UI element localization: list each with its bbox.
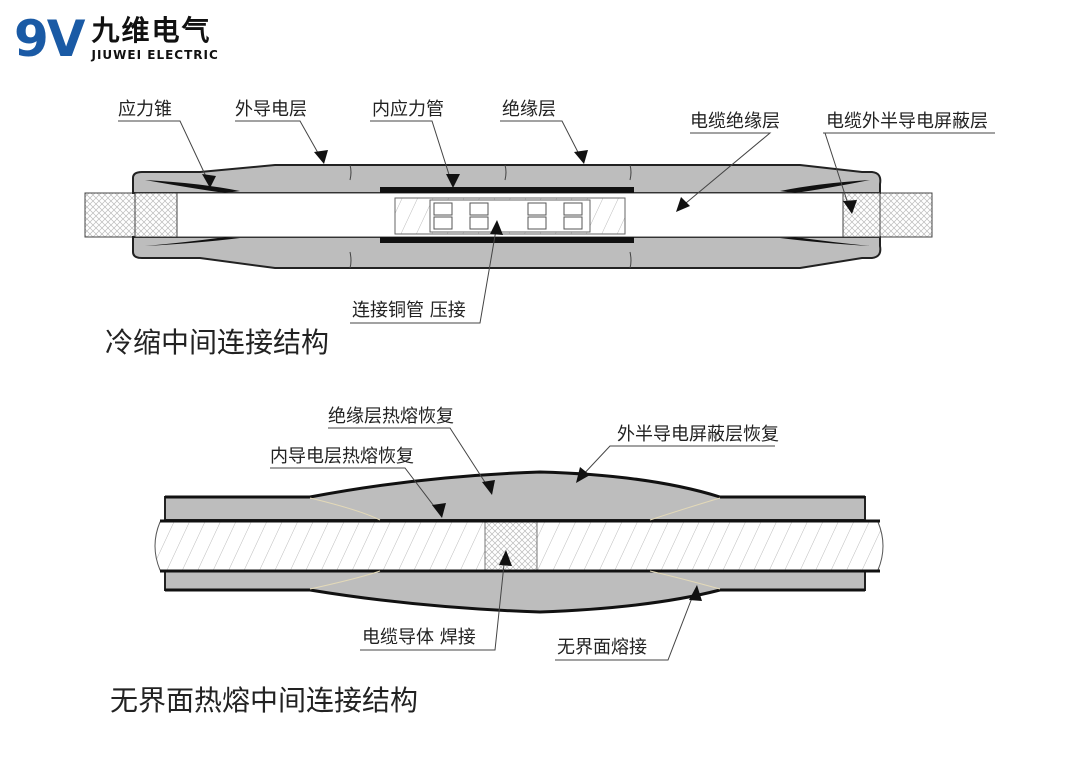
stress-cone-upper-left: [145, 180, 240, 193]
cold-shrink-joint: [84, 164, 933, 269]
brand-name-cn: 九维电气: [91, 14, 212, 47]
cold-body-lower: [132, 236, 882, 269]
label-interfaceless-melt: 无界面熔接: [557, 637, 647, 658]
label-outer-semicon: 外导电层: [235, 99, 307, 120]
inner-stress-tube-lower: [380, 237, 634, 243]
cold-arrowheads: [202, 150, 857, 235]
cable-semicon-left: [134, 192, 178, 238]
stress-cone-upper-right: [780, 180, 870, 193]
hot-arrowheads: [432, 467, 702, 601]
hot-leader-lines: [270, 427, 775, 661]
hot-melt-title: 无界面热熔中间连接结构: [110, 684, 418, 717]
inner-stress-tube-upper: [380, 187, 634, 193]
label-copper-tube: 连接铜管 压接: [352, 300, 466, 321]
cable-semicon-right: [842, 192, 881, 238]
brand-text: 九维电气 JIUWEI ELECTRIC: [91, 14, 219, 63]
label-insulation-recovery: 绝缘层热熔恢复: [328, 406, 454, 427]
cold-shrink-title: 冷缩中间连接结构: [105, 326, 329, 359]
label-stress-cone: 应力锥: [118, 99, 172, 120]
label-conductor-weld: 电缆导体 焊接: [362, 627, 476, 648]
label-outer-shield-recovery: 外半导电屏蔽层恢复: [617, 424, 779, 445]
outer-semicon-lower: [165, 588, 865, 614]
hot-melt-joint: [154, 470, 884, 614]
label-insulation: 绝缘层: [502, 99, 556, 120]
hot-conductor-left: [154, 521, 486, 571]
cold-body-upper: [132, 164, 882, 194]
label-cable-outer-semicon-shield: 电缆外半导电屏蔽层: [826, 111, 988, 132]
brand-name-en: JIUWEI ELECTRIC: [91, 48, 219, 62]
outer-semicon-upper: [165, 470, 865, 499]
copper-connector: [394, 197, 626, 235]
cable-end-right: [879, 192, 933, 238]
brand-logo: 9V 九维电气 JIUWEI ELECTRIC: [14, 14, 219, 64]
label-inner-stress-tube: 内应力管: [372, 99, 444, 120]
hot-conductor-right: [536, 521, 884, 571]
label-cable-insulation: 电缆绝缘层: [690, 111, 780, 132]
melt-arcs: [309, 497, 721, 590]
brand-mark: 9V: [14, 10, 85, 68]
cold-leader-lines: [118, 120, 995, 324]
cold-body-bands: [349, 164, 632, 269]
stress-cone-lower-right: [780, 237, 870, 246]
stress-cone-lower-left: [145, 237, 240, 246]
cable-end-left: [84, 192, 136, 238]
weld-zone: [484, 521, 538, 571]
label-inner-semicon-recovery: 内导电层热熔恢复: [270, 446, 414, 467]
